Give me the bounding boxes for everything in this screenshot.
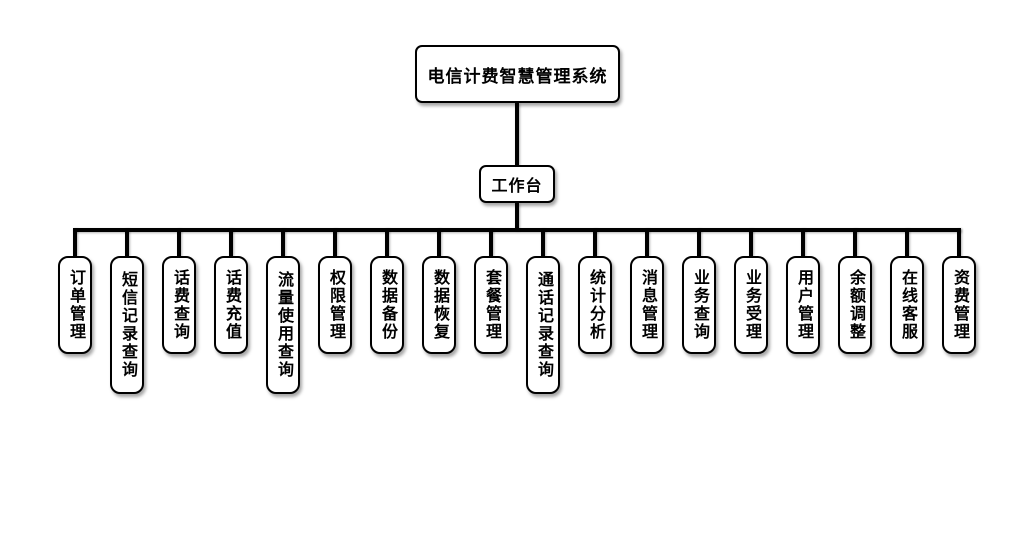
connector-child-stub-3 xyxy=(177,228,181,256)
child-node-8: 数据恢复 xyxy=(422,256,456,354)
connector-child-stub-14 xyxy=(749,228,753,256)
connector-child-stub-17 xyxy=(905,228,909,256)
connector-child-stub-2 xyxy=(125,228,129,256)
child-node-14: 业务受理 xyxy=(734,256,768,354)
connector-child-stub-1 xyxy=(73,228,77,256)
child-node-10: 通话记录查询 xyxy=(526,256,560,394)
child-node-16: 余额调整 xyxy=(838,256,872,354)
child-node-18: 资费管理 xyxy=(942,256,976,354)
child-node-15: 用户管理 xyxy=(786,256,820,354)
connector-child-stub-9 xyxy=(489,228,493,256)
child-node-9: 套餐管理 xyxy=(474,256,508,354)
child-node-3: 话费查询 xyxy=(162,256,196,354)
connector-workbench-to-bus xyxy=(515,203,519,230)
child-node-1: 订单管理 xyxy=(58,256,92,354)
workbench-node: 工作台 xyxy=(479,165,555,203)
connector-child-stub-8 xyxy=(437,228,441,256)
child-node-6: 权限管理 xyxy=(318,256,352,354)
child-node-7: 数据备份 xyxy=(370,256,404,354)
connector-root-to-workbench xyxy=(515,103,519,165)
child-node-17: 在线客服 xyxy=(890,256,924,354)
child-node-13: 业务查询 xyxy=(682,256,716,354)
connector-child-stub-13 xyxy=(697,228,701,256)
child-node-5: 流量使用查询 xyxy=(266,256,300,394)
connector-child-stub-15 xyxy=(801,228,805,256)
connector-child-stub-11 xyxy=(593,228,597,256)
connector-child-stub-4 xyxy=(229,228,233,256)
child-node-2: 短信记录查询 xyxy=(110,256,144,394)
connector-child-stub-10 xyxy=(541,228,545,256)
connector-child-stub-12 xyxy=(645,228,649,256)
child-node-11: 统计分析 xyxy=(578,256,612,354)
child-node-4: 话费充值 xyxy=(214,256,248,354)
connector-child-stub-18 xyxy=(957,228,961,256)
connector-child-stub-7 xyxy=(385,228,389,256)
connector-child-stub-6 xyxy=(333,228,337,256)
root-node: 电信计费智慧管理系统 xyxy=(415,45,620,103)
bus-line xyxy=(73,228,961,232)
connector-child-stub-5 xyxy=(281,228,285,256)
child-node-12: 消息管理 xyxy=(630,256,664,354)
connector-child-stub-16 xyxy=(853,228,857,256)
